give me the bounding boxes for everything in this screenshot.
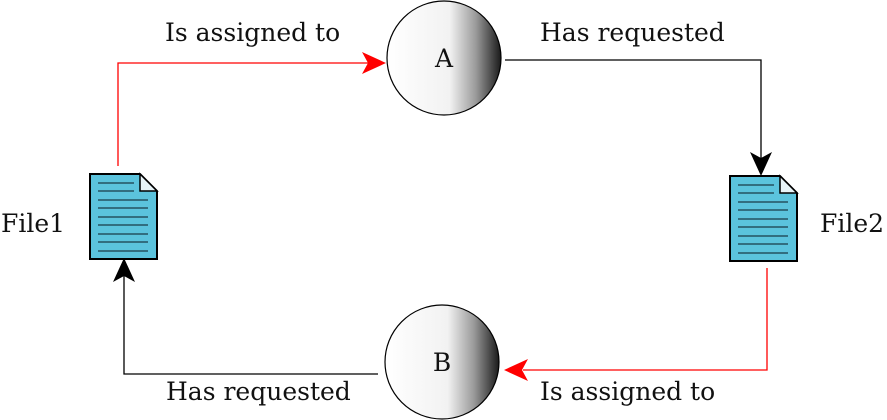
edge-b-to-file1-line: [123, 276, 378, 375]
process-b-label: B: [433, 348, 451, 377]
edge-b-to-file1-label: Has requested: [166, 377, 351, 406]
edge-file2-to-b: Is assigned to: [504, 268, 768, 406]
edge-file1-to-a-label: Is assigned to: [165, 18, 340, 47]
process-a: A: [386, 0, 502, 116]
file1-label: File1: [1, 209, 65, 238]
edge-file1-to-a-line: [117, 62, 368, 166]
process-b-circle: [384, 304, 500, 420]
edge-b-to-file1: Has requested: [113, 258, 378, 406]
document-icon: [89, 172, 159, 260]
process-a-circle: [386, 0, 502, 116]
edge-b-to-file1-arrowhead: [113, 258, 135, 282]
edge-file1-to-a-arrowhead: [362, 52, 386, 74]
document-icon: [729, 174, 799, 262]
edge-file1-to-a: Is assigned to: [117, 18, 386, 166]
process-a-label: A: [434, 44, 454, 73]
edge-a-to-file2: Has requested: [505, 18, 772, 176]
file1-node: File1: [1, 172, 159, 260]
edge-file2-to-b-label: Is assigned to: [540, 377, 715, 406]
file2-label: File2: [820, 209, 884, 238]
edge-a-to-file2-label: Has requested: [540, 18, 725, 47]
file2-node: File2: [729, 174, 884, 262]
edge-file2-to-b-arrowhead: [504, 359, 528, 381]
edge-file2-to-b-line: [523, 268, 768, 371]
edge-a-to-file2-arrowhead: [750, 152, 772, 176]
process-b: B: [384, 304, 500, 420]
edge-a-to-file2-line: [505, 59, 762, 158]
